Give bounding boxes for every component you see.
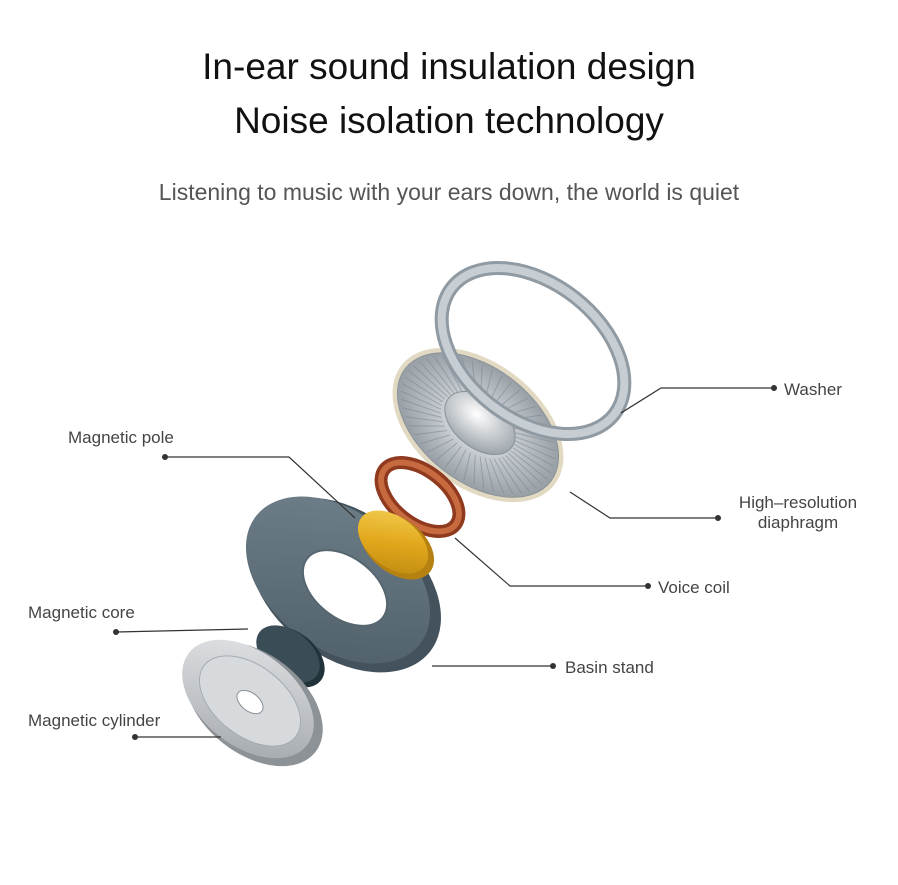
label-diaphragm: High–resolution diaphragm <box>730 493 866 532</box>
label-magnetic-cylinder: Magnetic cylinder <box>28 711 160 731</box>
label-voice-coil: Voice coil <box>658 578 730 598</box>
label-magnetic-pole: Magnetic pole <box>68 428 174 448</box>
label-washer: Washer <box>784 380 842 400</box>
label-diaphragm-line-2: diaphragm <box>730 513 866 533</box>
diaphragm-part <box>363 316 592 533</box>
diaphragm-leader <box>570 492 718 518</box>
label-magnetic-core: Magnetic core <box>28 603 135 623</box>
label-diaphragm-line-1: High–resolution <box>730 493 866 513</box>
voice-coil-leader <box>455 538 648 586</box>
magnetic-core-leader <box>116 629 248 632</box>
washer-leader <box>621 388 774 413</box>
label-basin-stand: Basin stand <box>565 658 654 678</box>
